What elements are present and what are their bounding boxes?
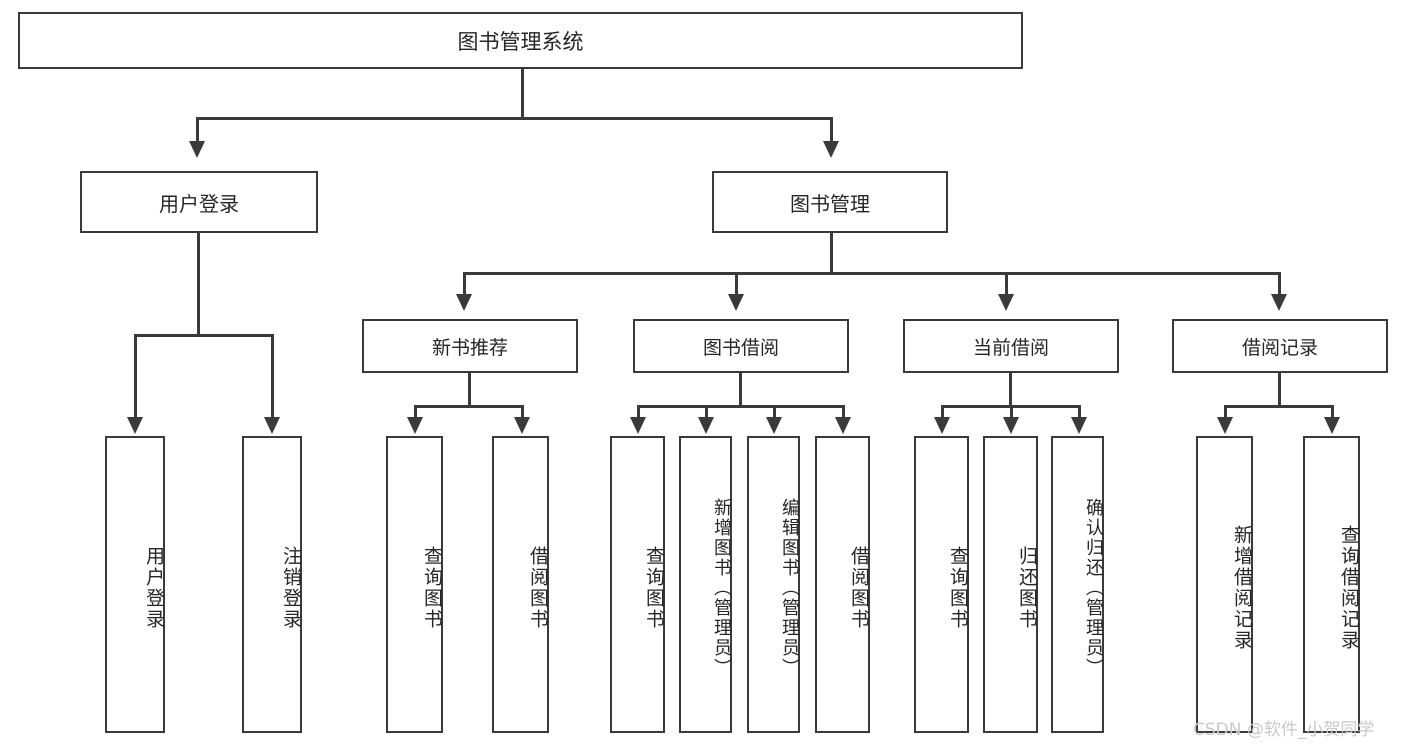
arrow-borrow-record-child1-icon <box>1217 417 1233 434</box>
node-current-borrow[interactable]: 当前借阅 <box>903 319 1119 373</box>
arrow-current-borrow-child1-icon <box>934 417 950 434</box>
node-borrow-record[interactable]: 借阅记录 <box>1172 319 1388 373</box>
connector-current-borrow-child1 <box>941 405 944 419</box>
arrow-book-borrow-child2-icon <box>698 417 714 434</box>
arrow-user-login-child1-icon <box>127 417 143 434</box>
leaf-borrow-book[interactable]: 借阅图书 <box>815 436 870 733</box>
connector-current-borrow-stem <box>1009 373 1012 406</box>
leaf-return-book[interactable]: 归还图书 <box>983 436 1038 733</box>
connector-new-book-stem <box>468 373 471 406</box>
connector-current-borrow-child3 <box>1078 405 1081 419</box>
csdn-watermark: CSDN @软件_小贺同学 <box>1193 720 1375 740</box>
leaf-add-book-admin[interactable]: 新增图书（管理员） <box>679 436 732 733</box>
connector-to-new-book <box>463 272 466 296</box>
leaf-user-login[interactable]: 用户登录 <box>105 436 165 733</box>
node-new-book-recommend[interactable]: 新书推荐 <box>362 319 578 373</box>
leaf-add-borrow-record[interactable]: 新增借阅记录 <box>1196 436 1253 733</box>
connector-root-stem <box>521 69 524 117</box>
leaf-query-book-current[interactable]: 查询图书 <box>914 436 969 733</box>
arrow-book-borrow-child1-icon <box>630 417 646 434</box>
node-user-login[interactable]: 用户登录 <box>80 171 318 233</box>
leaf-logout[interactable]: 注销登录 <box>242 436 302 733</box>
connector-borrow-record-child2 <box>1331 405 1334 419</box>
connector-book-borrow-child3 <box>773 405 776 419</box>
connector-user-login-bar <box>134 334 274 337</box>
connector-new-book-child2 <box>521 405 524 419</box>
arrow-current-borrow-child3-icon <box>1071 417 1087 434</box>
node-book-management[interactable]: 图书管理 <box>712 171 948 233</box>
arrow-book-borrow-child4-icon <box>835 417 851 434</box>
arrow-user-login-child2-icon <box>264 417 280 434</box>
leaf-edit-book-admin[interactable]: 编辑图书（管理员） <box>747 436 800 733</box>
connector-borrow-record-child1 <box>1224 405 1227 419</box>
connector-new-book-bar <box>414 405 524 408</box>
connector-root-bar <box>196 117 833 120</box>
connector-to-current-borrow <box>1005 272 1008 296</box>
connector-book-borrow-bar <box>637 405 845 408</box>
connector-book-borrow-child2 <box>705 405 708 419</box>
connector-to-book-borrow <box>735 272 738 296</box>
connector-book-mgmt-bar <box>463 272 1281 275</box>
arrow-book-borrow-child3-icon <box>766 417 782 434</box>
connector-to-borrow-record <box>1278 272 1281 296</box>
node-book-borrow[interactable]: 图书借阅 <box>633 319 849 373</box>
arrow-new-book-child1-icon <box>407 417 423 434</box>
arrow-to-current-borrow-icon <box>998 294 1014 311</box>
connector-user-login-child1 <box>134 334 137 419</box>
connector-user-login-child2 <box>271 334 274 419</box>
connector-user-login-stem <box>197 233 200 334</box>
arrow-to-new-book-icon <box>456 294 472 311</box>
connector-to-book-mgmt <box>830 117 833 143</box>
connector-book-borrow-child1 <box>637 405 640 419</box>
arrow-borrow-record-child2-icon <box>1324 417 1340 434</box>
arrow-new-book-child2-icon <box>514 417 530 434</box>
connector-current-borrow-child2 <box>1010 405 1013 419</box>
leaf-query-borrow-record[interactable]: 查询借阅记录 <box>1303 436 1360 733</box>
arrow-current-borrow-child2-icon <box>1003 417 1019 434</box>
connector-borrow-record-stem <box>1278 373 1281 406</box>
node-root-system[interactable]: 图书管理系统 <box>18 12 1023 69</box>
leaf-confirm-return-admin[interactable]: 确认归还（管理员） <box>1051 436 1104 733</box>
leaf-query-book-newbook[interactable]: 查询图书 <box>386 436 443 733</box>
connector-book-borrow-stem <box>739 373 742 406</box>
arrow-to-book-borrow-icon <box>728 294 744 311</box>
connector-new-book-child1 <box>414 405 417 419</box>
arrow-to-user-login-icon <box>189 141 205 158</box>
leaf-query-book-borrow[interactable]: 查询图书 <box>610 436 665 733</box>
leaf-borrow-book-newbook[interactable]: 借阅图书 <box>492 436 549 733</box>
connector-borrow-record-bar <box>1224 405 1334 408</box>
connector-book-mgmt-stem <box>830 233 833 273</box>
arrow-to-book-mgmt-icon <box>823 141 839 158</box>
connector-book-borrow-child4 <box>842 405 845 419</box>
arrow-to-borrow-record-icon <box>1271 294 1287 311</box>
connector-to-user-login <box>196 117 199 143</box>
